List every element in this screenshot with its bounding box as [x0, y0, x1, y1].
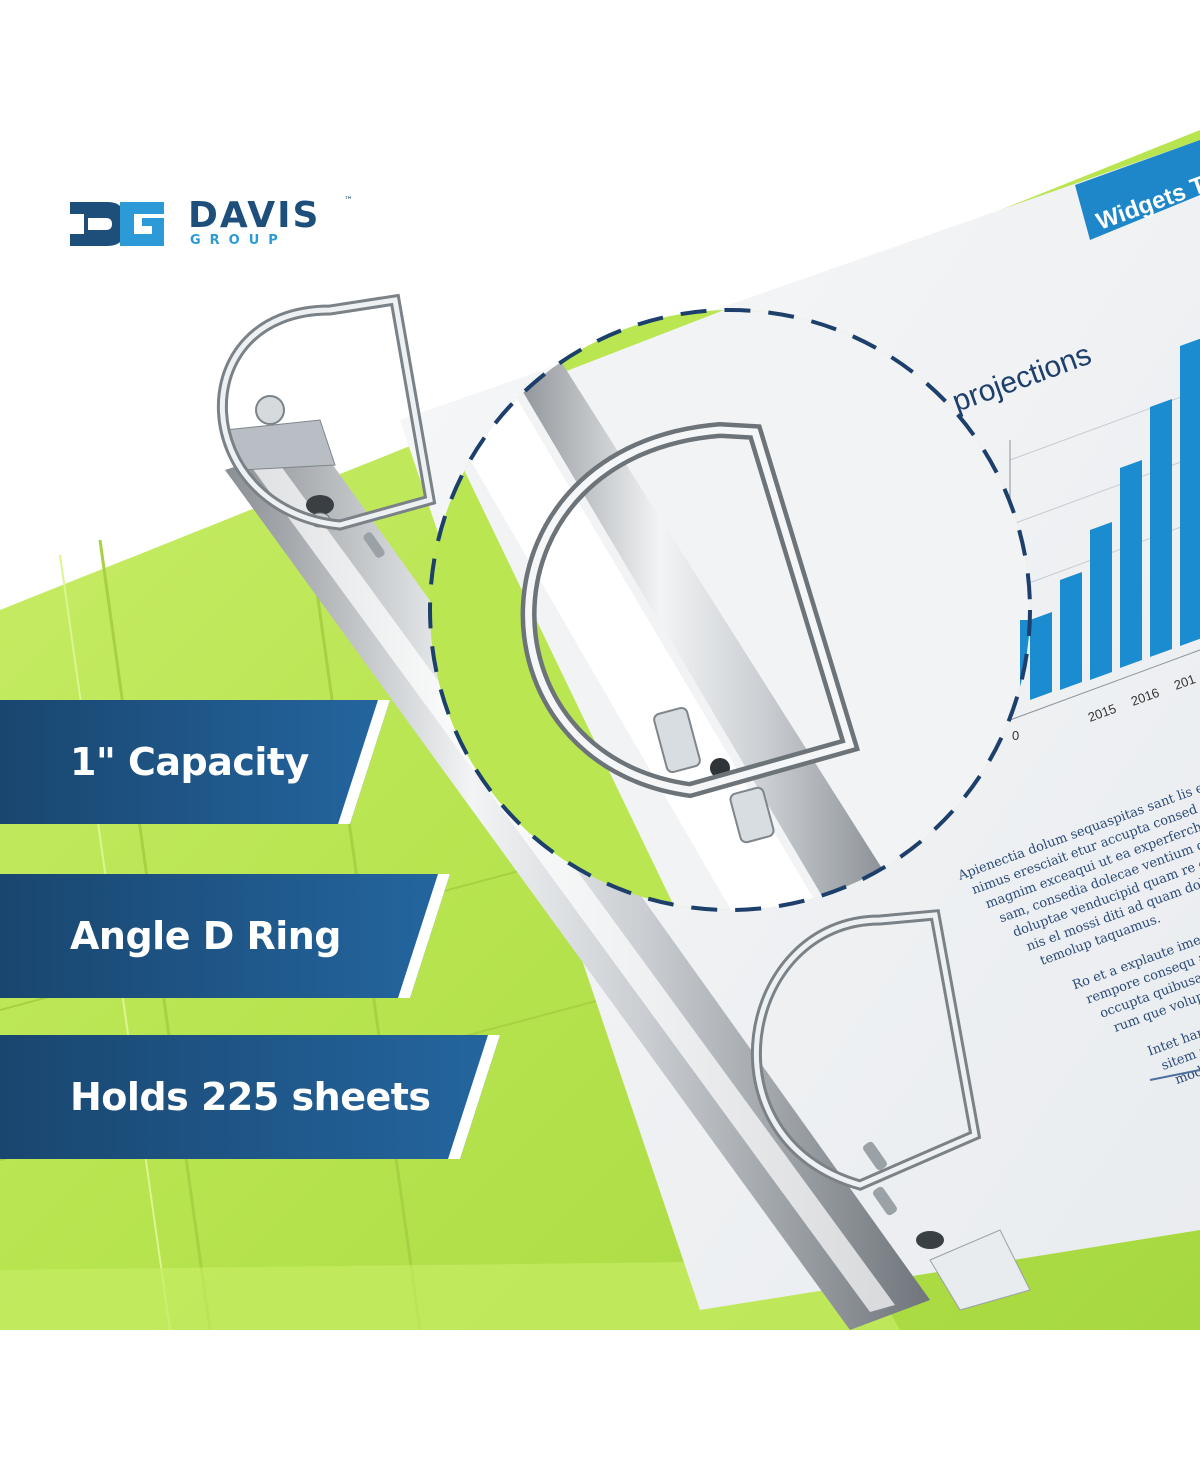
chart-bar [1090, 522, 1112, 680]
feature-banner-capacity: 1" Capacity [0, 700, 390, 824]
dg-monogram-icon [70, 202, 164, 246]
ring-mechanism [224, 395, 1031, 1330]
feature-label: 1" Capacity [70, 740, 309, 784]
davis-group-logo: DAVIS ™ GROUP [68, 196, 368, 256]
logo-trademark: ™ [344, 196, 353, 206]
chart-zero-label: 0 [1012, 728, 1019, 743]
feature-label: Holds 225 sheets [70, 1075, 431, 1119]
chart-bars [1030, 338, 1200, 700]
feature-label: Angle D Ring [70, 914, 342, 958]
chart-bar [1120, 460, 1142, 668]
chart-bar [1180, 338, 1200, 646]
feature-banner-angle-d-ring: Angle D Ring [0, 874, 450, 998]
logo-subtitle: GROUP [190, 233, 287, 248]
chart-bar [1060, 572, 1082, 690]
feature-banner-holds-sheets: Holds 225 sheets [0, 1035, 500, 1159]
d-ring-top [216, 293, 437, 531]
zoom-magnifier [428, 308, 1032, 912]
d-ring-bottom [750, 909, 982, 1191]
chart-year-2017: 201 [1172, 671, 1198, 693]
logo-wordmark: DAVIS [188, 195, 321, 236]
document-tab [1075, 140, 1200, 240]
chart-bar [1030, 612, 1052, 700]
chart-bar [1150, 399, 1172, 657]
